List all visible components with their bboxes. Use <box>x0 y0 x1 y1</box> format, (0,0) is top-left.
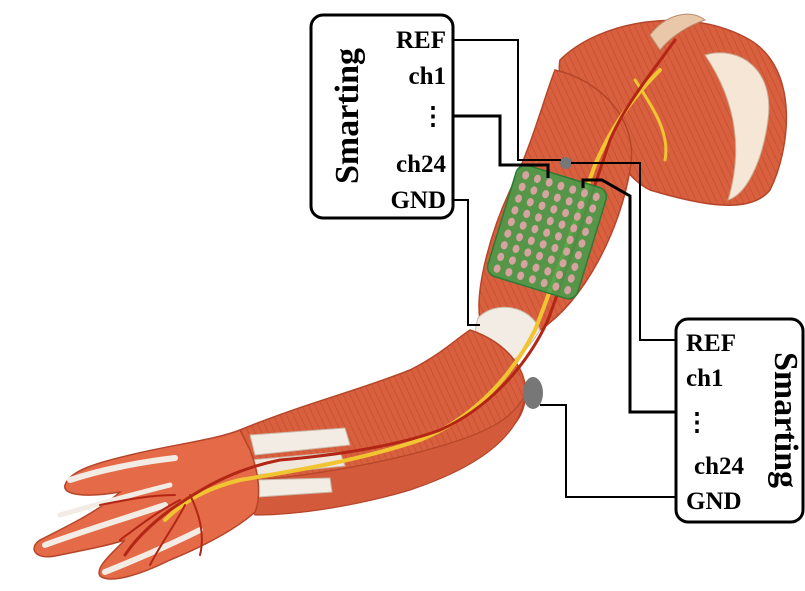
amplifier-box-top: Smarting REF ch1 ⋮ ch24 GND <box>311 15 453 218</box>
amplifier-top-ch24-label: ch24 <box>396 151 447 178</box>
amplifier-bottom-ellipsis-label: ⋮ <box>685 409 710 436</box>
wire-top-gnd <box>452 200 480 325</box>
reference-electrode-upper <box>560 157 572 169</box>
amplifier-bottom-brand: Smarting <box>767 352 804 488</box>
amplifier-top-ellipsis-label: ⋮ <box>421 103 446 130</box>
amplifier-top-gnd-label: GND <box>390 187 446 214</box>
amplifier-bottom-gnd-label: GND <box>686 488 742 515</box>
amplifier-top-ref-label: REF <box>396 27 446 54</box>
amplifier-top-brand: Smarting <box>329 48 366 184</box>
amplifier-box-bottom: Smarting REF ch1 ⋮ ch24 GND <box>676 319 804 522</box>
wire-bottom-gnd <box>540 405 678 497</box>
amplifier-bottom-ch24-label: ch24 <box>694 453 745 480</box>
amplifier-top-ch1-label: ch1 <box>409 63 447 90</box>
amplifier-bottom-ref-label: REF <box>686 330 736 357</box>
amplifier-bottom-ch1-label: ch1 <box>686 365 724 392</box>
